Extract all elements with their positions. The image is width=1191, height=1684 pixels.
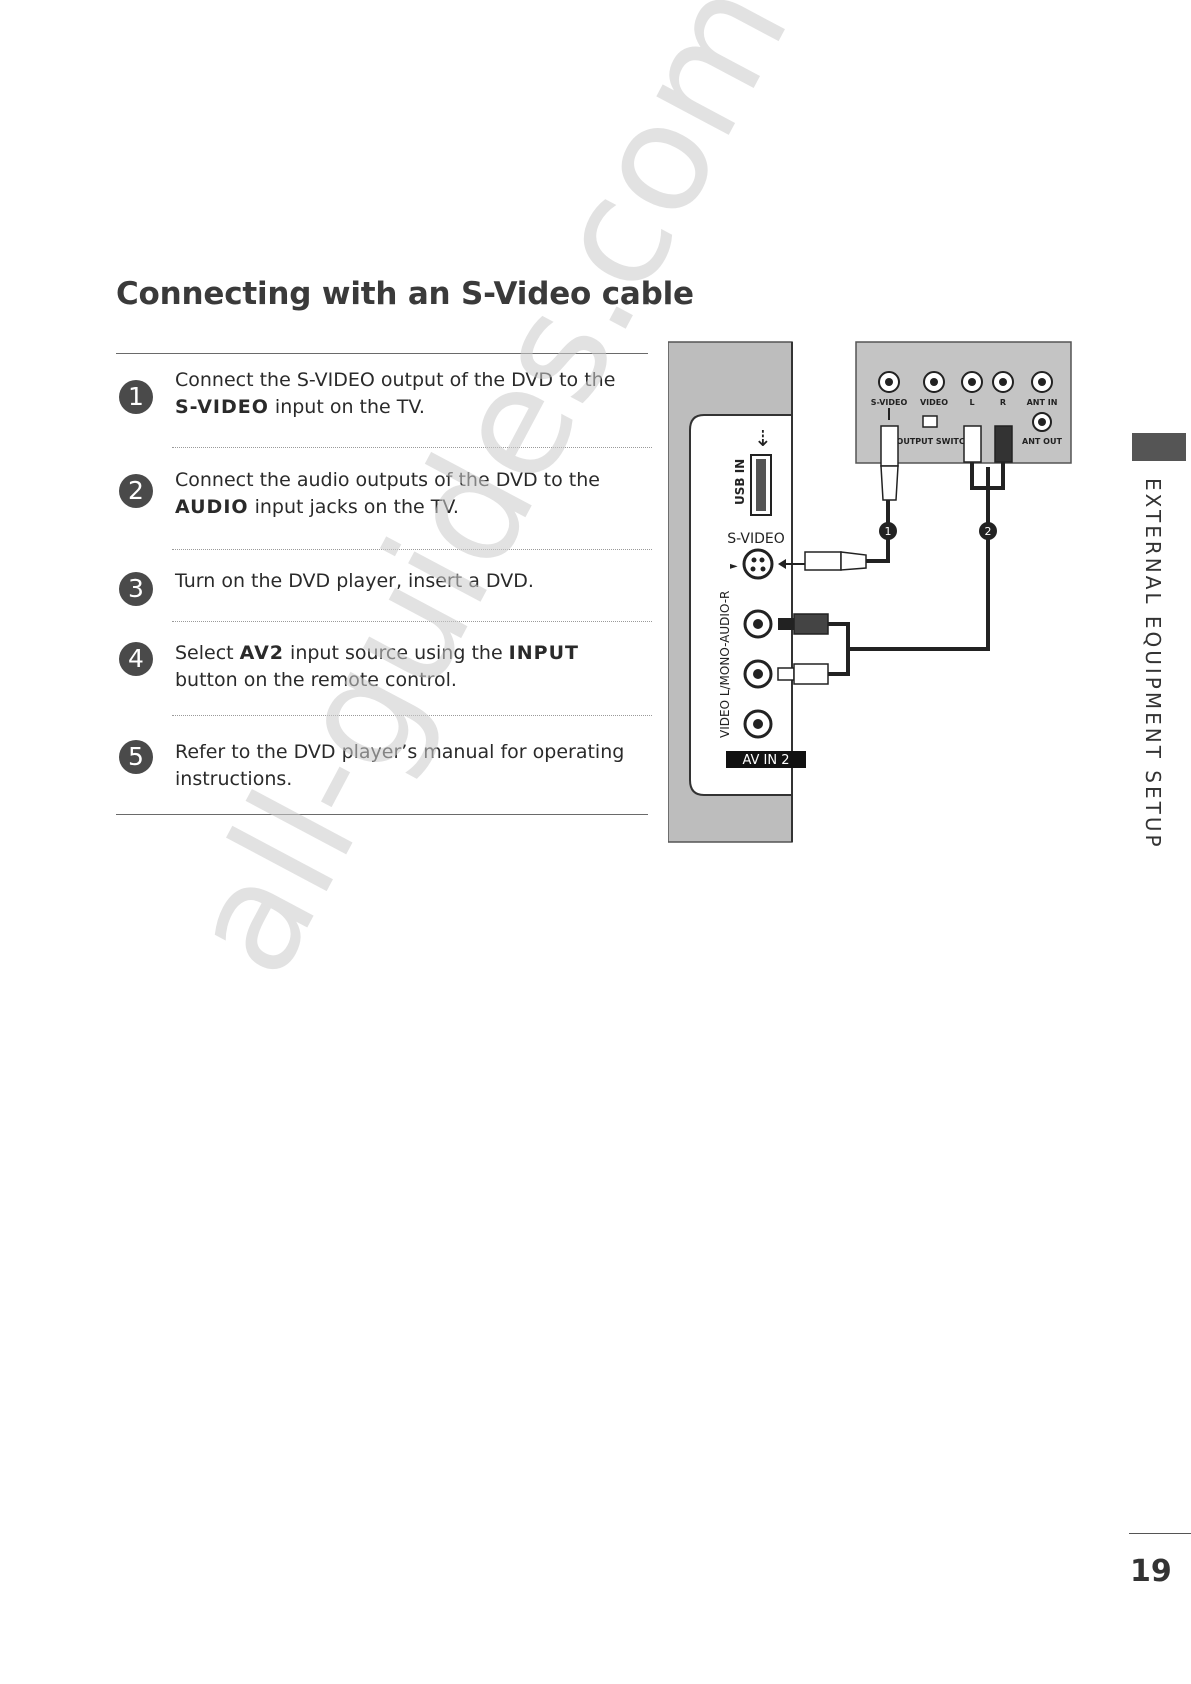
usb-icon: ⇣ xyxy=(754,427,772,452)
callout-1 xyxy=(879,522,897,540)
section-tab xyxy=(1132,433,1186,461)
dvd-output-switch xyxy=(922,415,938,428)
tv-svideo-label: S-VIDEO xyxy=(727,531,784,547)
tv-av-jacks-label: VIDEO L/MONO-AUDIO-R xyxy=(718,591,732,738)
svg-text:OUTPUT SWITCH: OUTPUT SWITCH xyxy=(897,437,972,446)
svg-text:ANT OUT: ANT OUT xyxy=(1022,437,1062,446)
top-rule xyxy=(116,353,648,354)
tv-svideo-jack xyxy=(742,548,774,580)
separator xyxy=(172,549,652,550)
separator xyxy=(172,447,652,448)
section-label: EXTERNAL EQUIPMENT SETUP xyxy=(1141,478,1165,850)
step-number: 1 xyxy=(119,380,153,414)
svg-text:L: L xyxy=(969,398,974,407)
separator xyxy=(172,715,652,716)
page-number: 19 xyxy=(1130,1554,1172,1589)
callout-2 xyxy=(979,522,997,540)
step-text: Select AV2 input source using the INPUT … xyxy=(175,642,579,691)
step-number: 3 xyxy=(119,572,153,606)
connection-diagram: ⇣ USB IN S-VIDEO ► VIDEO L/MONO-AUDIO-R … xyxy=(668,341,1072,843)
step-text: Connect the audio outputs of the DVD to … xyxy=(175,469,600,518)
svg-text:1: 1 xyxy=(885,525,892,538)
separator xyxy=(172,621,652,622)
av-in-label: AV IN 2 xyxy=(742,753,789,768)
svg-text:►: ► xyxy=(730,561,738,572)
step-text: Connect the S-VIDEO output of the DVD to… xyxy=(175,369,616,418)
svg-text:VIDEO: VIDEO xyxy=(920,398,948,407)
bottom-rule xyxy=(116,814,648,815)
step-number: 2 xyxy=(119,474,153,508)
step-text: Refer to the DVD player’s manual for ope… xyxy=(175,741,625,790)
step-text: Turn on the DVD player, insert a DVD. xyxy=(175,570,534,592)
svg-text:2: 2 xyxy=(985,525,992,538)
step-number: 5 xyxy=(119,740,153,774)
svg-text:ANT IN: ANT IN xyxy=(1027,398,1058,407)
svg-text:R: R xyxy=(1000,398,1006,407)
usb-label: USB IN xyxy=(733,459,747,505)
page-title: Connecting with an S-Video cable xyxy=(116,276,694,312)
step-number: 4 xyxy=(119,642,153,676)
svg-text:S-VIDEO: S-VIDEO xyxy=(871,398,908,407)
page-number-rule xyxy=(1129,1533,1191,1534)
